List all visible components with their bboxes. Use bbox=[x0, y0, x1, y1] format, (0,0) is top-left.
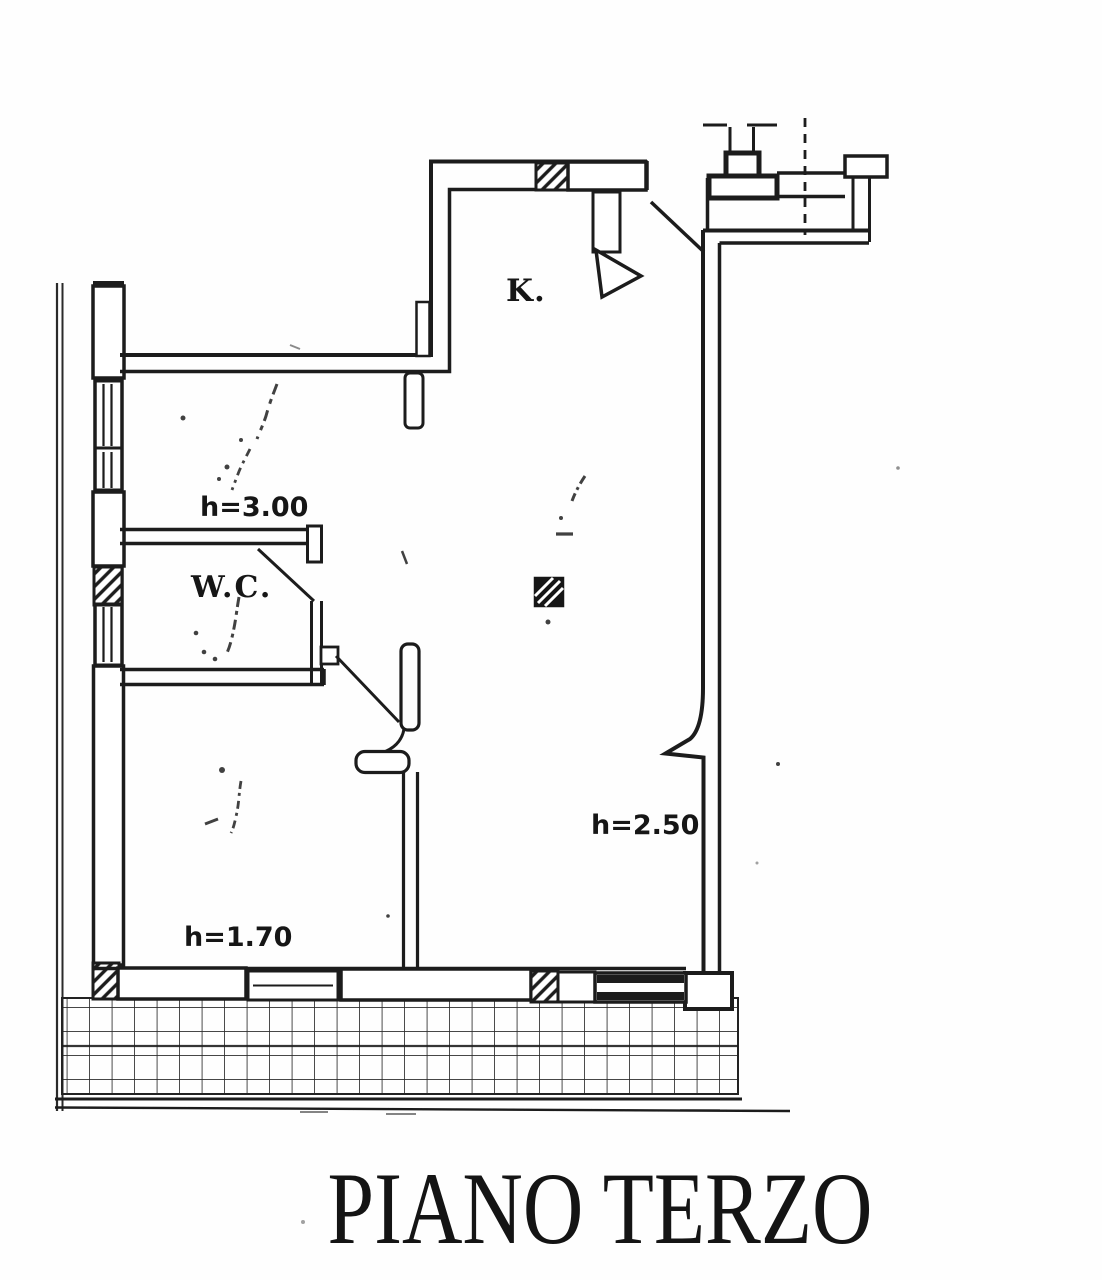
door-swing-icon bbox=[334, 654, 401, 724]
interior-wall bbox=[401, 772, 420, 970]
plan-linework: K. h=3.00 W.C. h=2.50 h=1.70 bbox=[54, 118, 900, 1224]
label-height-upper-room: h=3.00 bbox=[200, 492, 308, 523]
room-labels: K. h=3.00 W.C. h=2.50 h=1.70 bbox=[184, 273, 699, 953]
handwritten-marks bbox=[180, 383, 900, 1224]
hatched-wall-icon bbox=[529, 969, 560, 1004]
window-box-icon bbox=[91, 490, 126, 568]
label-height-main-room: h=2.50 bbox=[591, 810, 699, 841]
hatched-wall-icon bbox=[92, 565, 124, 607]
wall-end-cap bbox=[306, 524, 323, 564]
wall-end-box bbox=[683, 971, 734, 1011]
top-left-walls bbox=[120, 159, 649, 430]
left-exterior-wall bbox=[91, 281, 126, 1001]
hatched-wall-icon bbox=[534, 161, 570, 192]
top-right-walls bbox=[705, 118, 889, 242]
label-height-lower-room: h=1.70 bbox=[184, 922, 292, 953]
door-jamb-stub bbox=[591, 190, 622, 254]
floor-title: PIANO TERZO bbox=[328, 1152, 873, 1266]
page-border-lines bbox=[54, 283, 791, 1115]
window-box-icon bbox=[116, 966, 248, 1001]
window-box-icon bbox=[566, 160, 648, 192]
right-wall bbox=[659, 228, 869, 1011]
wall-stub bbox=[354, 749, 411, 775]
door-swing-icon bbox=[256, 547, 316, 603]
window-box-icon bbox=[556, 970, 597, 1004]
window-glass-lines-icon bbox=[102, 384, 113, 488]
wc-walls bbox=[120, 524, 340, 687]
door-swing-icon bbox=[649, 200, 706, 254]
door-arrow-icon bbox=[593, 246, 645, 300]
wall-stub bbox=[319, 645, 340, 666]
balcony-tile-grid bbox=[61, 997, 739, 1095]
bottom-exterior-wall bbox=[95, 966, 688, 1004]
window-box-icon bbox=[843, 154, 889, 179]
label-kitchen: K. bbox=[506, 273, 546, 309]
window-glass-lines-icon bbox=[102, 607, 113, 662]
wall-stub bbox=[403, 371, 425, 430]
window-slot-icon bbox=[415, 300, 431, 358]
window-box-icon bbox=[91, 664, 126, 967]
lower-room-door bbox=[334, 642, 421, 970]
wall-with-doorstop-notch bbox=[659, 230, 706, 975]
window-box-icon bbox=[339, 967, 533, 1002]
door-leaf-icon bbox=[399, 642, 421, 732]
column-hatched-square-icon bbox=[533, 576, 565, 608]
window-box-icon bbox=[91, 284, 126, 380]
chimney-icon bbox=[703, 123, 780, 201]
label-wc: W.C. bbox=[190, 570, 272, 605]
